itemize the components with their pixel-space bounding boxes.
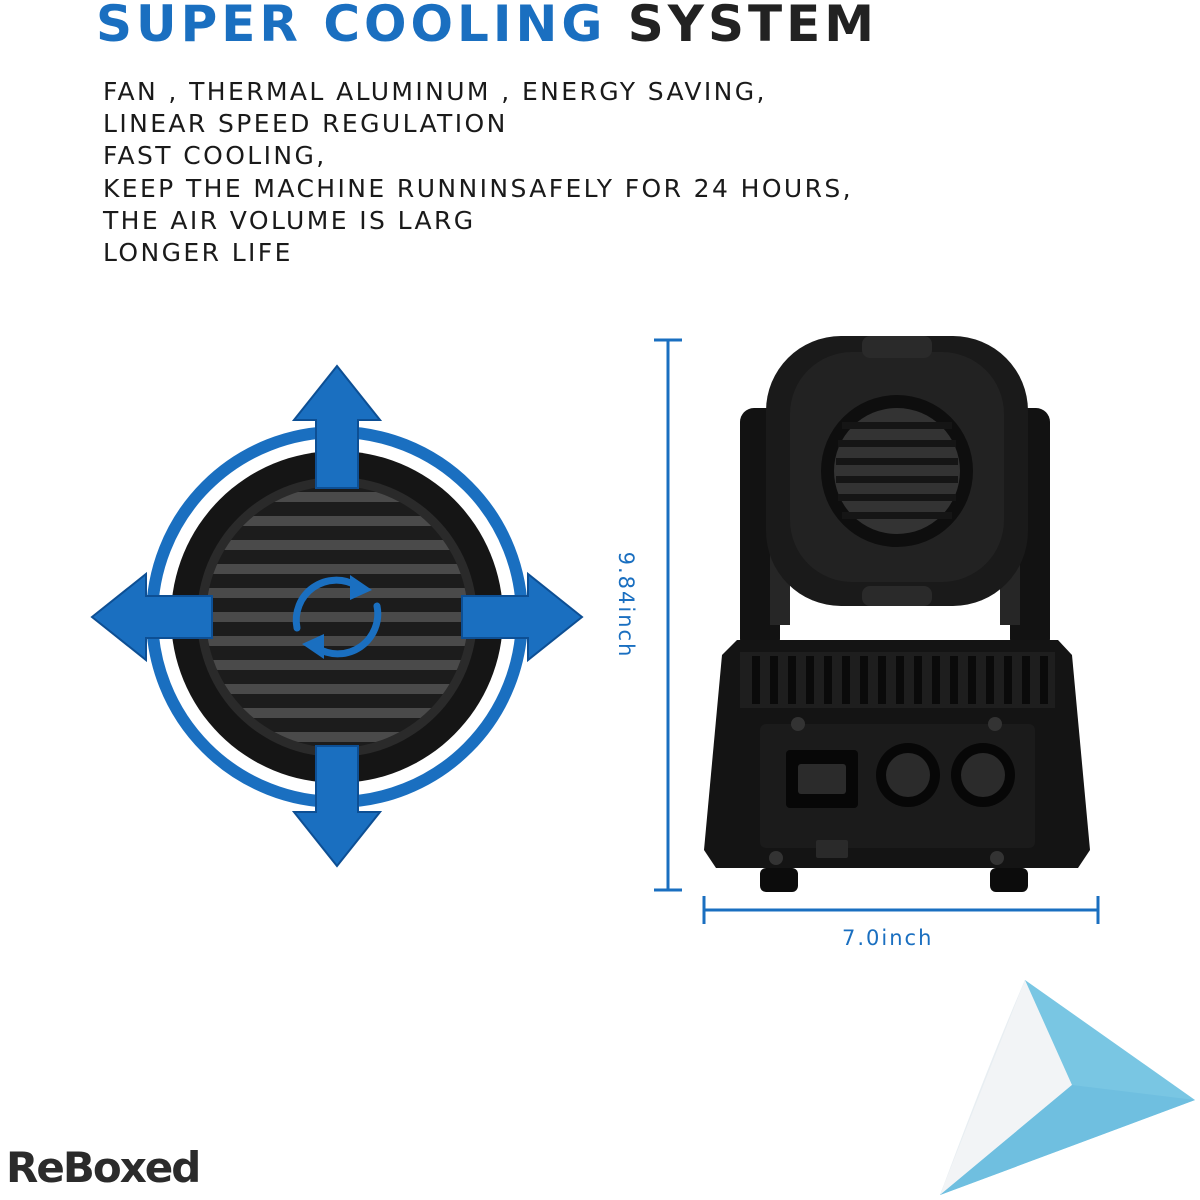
page-title: SUPER COOLING SYSTEM xyxy=(96,0,878,54)
arrow-up-icon xyxy=(291,364,383,489)
foot xyxy=(990,868,1028,892)
brand-logo: ReBoxed xyxy=(6,1143,201,1192)
arrow-right-icon xyxy=(461,571,584,663)
arrow-down-icon xyxy=(291,745,383,868)
feature-item: KEEP THE MACHINE RUNNINSAFELY FOR 24 HOU… xyxy=(103,173,854,203)
width-dimension-label: 7.0inch xyxy=(842,926,934,950)
product-image xyxy=(704,336,1090,892)
height-dimension-label: 9.84inch xyxy=(614,551,638,659)
rotate-arrows-icon xyxy=(292,575,382,659)
fuse-holder xyxy=(816,840,848,858)
feature-item: LINEAR SPEED REGULATION xyxy=(103,109,508,139)
foot xyxy=(760,868,798,892)
page-curl-icon xyxy=(940,980,1195,1195)
height-dimension-line xyxy=(654,338,682,892)
feature-item: FAST COOLING, xyxy=(103,141,327,171)
airflow-arrows-icon xyxy=(90,364,584,868)
title-highlight: SUPER COOLING xyxy=(96,0,607,53)
feature-list: FAN , THERMAL ALUMINUM , ENERGY SAVING, … xyxy=(103,76,853,269)
arrow-left-icon xyxy=(90,571,213,663)
title-rest: SYSTEM xyxy=(627,0,879,53)
width-dimension-line xyxy=(702,896,1100,924)
feature-item: FAN , THERMAL ALUMINUM , ENERGY SAVING, xyxy=(103,77,767,106)
feature-item: LONGER LIFE xyxy=(103,238,293,268)
feature-item: THE AIR VOLUME IS LARG xyxy=(103,205,476,235)
fan-closeup xyxy=(90,364,584,868)
fan-grille xyxy=(206,486,468,748)
